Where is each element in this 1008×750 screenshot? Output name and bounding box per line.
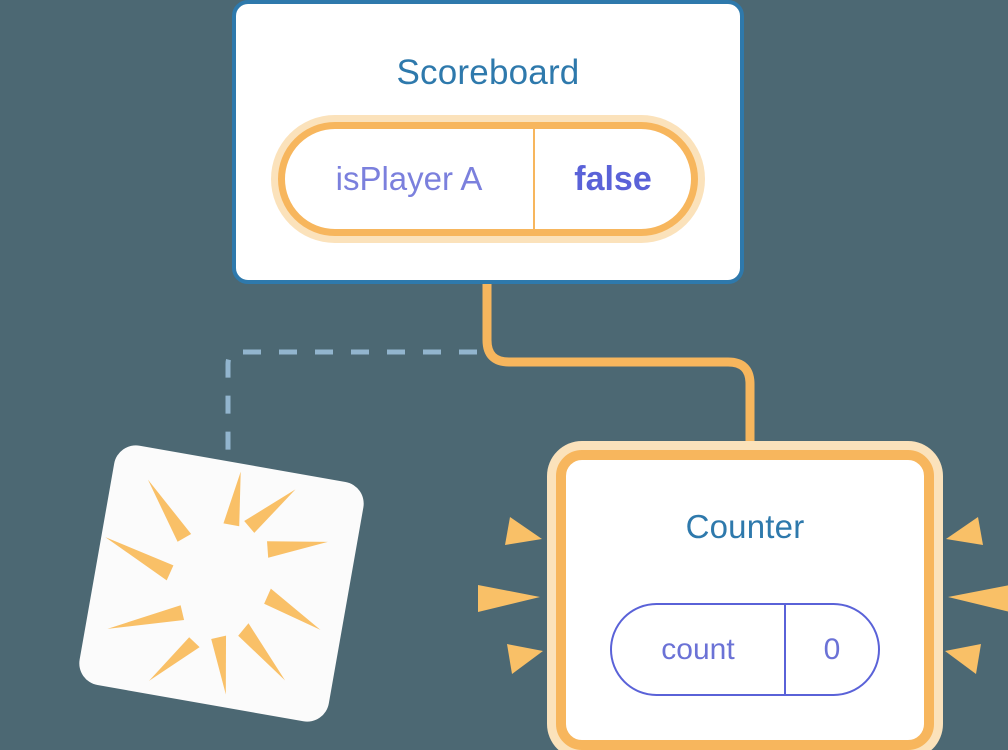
scoreboard-prop-key: isPlayer A <box>285 129 535 229</box>
node-counter[interactable]: Counter count 0 <box>556 450 934 750</box>
edge-scoreboard-to-counter <box>482 281 755 460</box>
scoreboard-prop-value: false <box>574 159 652 198</box>
counter-right-rays <box>945 517 1008 674</box>
counter-left-rays <box>478 517 543 674</box>
counter-title: Counter <box>685 508 805 545</box>
node-blank-card[interactable] <box>75 441 368 726</box>
edge-scoreboard-to-blank-card <box>225 349 477 478</box>
node-scoreboard[interactable]: Scoreboard isPlayer A false <box>232 0 744 284</box>
counter-prop-pill[interactable]: count 0 <box>610 603 880 696</box>
counter-prop-value: 0 <box>823 632 841 666</box>
scoreboard-title: Scoreboard <box>396 53 580 92</box>
blank-card-burst-icon <box>105 471 328 695</box>
scoreboard-prop-pill[interactable]: isPlayer A false <box>278 122 698 236</box>
counter-prop-key: count <box>612 605 786 694</box>
